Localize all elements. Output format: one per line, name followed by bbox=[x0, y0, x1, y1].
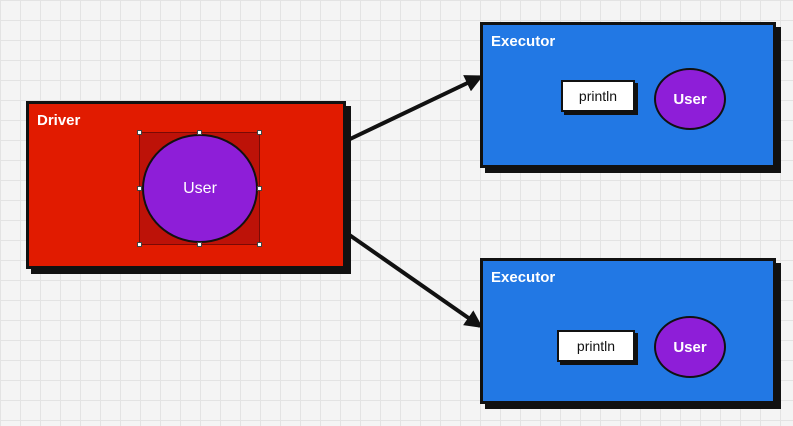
executor-1-title: Executor bbox=[491, 33, 556, 50]
driver-box[interactable]: Driver User bbox=[26, 101, 346, 269]
executor-2-user-node[interactable]: User bbox=[654, 316, 726, 378]
resize-handle-s[interactable] bbox=[197, 242, 202, 247]
executor-1-println-label[interactable]: println bbox=[561, 80, 635, 112]
resize-handle-se[interactable] bbox=[257, 242, 262, 247]
executor-2-println-label[interactable]: println bbox=[557, 330, 635, 362]
resize-handle-w[interactable] bbox=[137, 186, 142, 191]
executor-1-user-node[interactable]: User bbox=[654, 68, 726, 130]
resize-handle-sw[interactable] bbox=[137, 242, 142, 247]
resize-handle-ne[interactable] bbox=[257, 130, 262, 135]
resize-handle-e[interactable] bbox=[257, 186, 262, 191]
arrow-driver-to-executor-2[interactable] bbox=[346, 232, 483, 329]
driver-user-node[interactable]: User bbox=[142, 134, 258, 243]
driver-title: Driver bbox=[37, 112, 81, 129]
resize-handle-nw[interactable] bbox=[137, 130, 142, 135]
resize-handle-n[interactable] bbox=[197, 130, 202, 135]
executor-box-2[interactable]: Executor println User bbox=[480, 258, 776, 404]
arrow-driver-to-executor-1[interactable] bbox=[347, 75, 484, 142]
executor-2-title: Executor bbox=[491, 269, 556, 286]
executor-box-1[interactable]: Executor println User bbox=[480, 22, 776, 168]
